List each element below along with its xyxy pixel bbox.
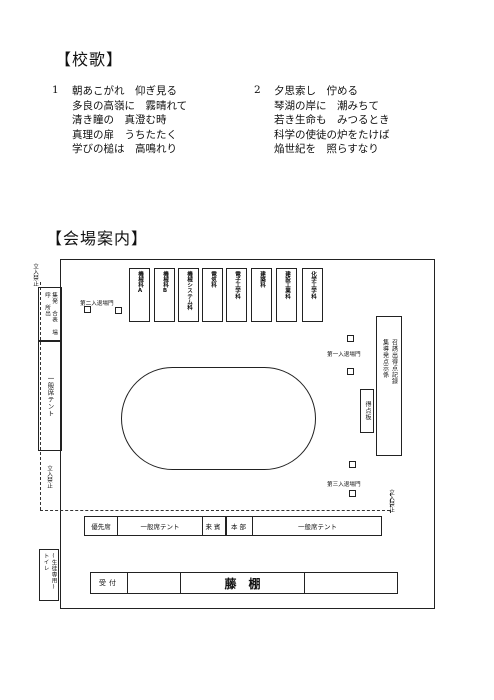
gate-2-label: 第二入退場門 xyxy=(80,301,114,307)
score-board-label: 得点板 xyxy=(364,401,371,421)
dept-box: 機械科B xyxy=(154,268,175,322)
verse-line: 多良の高嶺に 霧晴れて xyxy=(72,99,188,112)
gate-marker xyxy=(349,490,356,497)
boundary-dashed-line xyxy=(40,282,41,510)
gate-marker xyxy=(347,335,354,342)
dept-label: 機械科B xyxy=(162,271,168,294)
verse-line: 朝あこがれ 仰ぎ見る xyxy=(72,85,177,97)
general-tent-right: 一般席テント xyxy=(253,516,382,536)
gate-marker xyxy=(115,307,122,314)
boundary-dashed-line xyxy=(390,493,391,513)
dept-box: 建築科 xyxy=(251,268,272,322)
meeting-point-label: 集発 合表 場呼 所出 xyxy=(44,292,57,336)
verse-line: 琴湖の岸に 潮みちて xyxy=(274,99,379,112)
dept-label: 機械科A xyxy=(137,271,143,294)
verse-line: 清き瞳の 真澄む時 xyxy=(72,114,167,127)
general-tent-left-label: 一般席テント xyxy=(46,375,54,417)
verse-1-number: 1 xyxy=(52,84,59,96)
toilet-label: トイレ xyxy=(42,553,49,572)
headquarters-label: 本部 xyxy=(231,523,248,531)
toilet: トイレ (生徒専用) xyxy=(39,549,59,601)
gate-1-label: 第一入退場門 xyxy=(327,352,361,358)
dept-box: 機械科A xyxy=(129,268,150,322)
headquarters: 本部 xyxy=(226,516,253,536)
dept-box: 電子工学科 xyxy=(226,268,247,322)
dept-label: 電気科 xyxy=(210,271,216,288)
boundary-dashed-line xyxy=(40,510,390,511)
meeting-point-box: 集発 合表 場呼 所出 xyxy=(38,287,62,341)
guest-tent-label: 来賓 xyxy=(205,523,223,531)
general-tent-mid: 一般席テント xyxy=(118,516,202,536)
dept-label: 建設工業科 xyxy=(284,271,290,299)
venue-heading: 【会場案内】 xyxy=(46,229,149,248)
dept-box: 機械システム科 xyxy=(178,268,199,322)
running-track xyxy=(121,367,316,470)
verse-line: 若き生命も みつるとき xyxy=(274,114,390,127)
general-tent-left: 一般席テント xyxy=(38,341,62,451)
verse-line: 真理の扉 うちたたく xyxy=(72,128,177,141)
wisteria-trellis-label: 藤 棚 xyxy=(224,576,261,591)
assembly-label: 集導発点示係 xyxy=(381,339,389,378)
score-board: 得点板 xyxy=(360,389,374,433)
dept-box: 電気科 xyxy=(202,268,223,322)
assembly-box: 集導発点示係 召誘出得点記録 xyxy=(376,316,402,456)
guest-tent: 来賓 xyxy=(202,516,226,536)
dept-label: 機械システム科 xyxy=(186,271,192,311)
dept-label: 建築科 xyxy=(259,271,265,288)
dept-box: 建設工業科 xyxy=(276,268,297,322)
no-entry-label: 立入禁止 xyxy=(388,489,394,514)
general-tent-right-label: 一般席テント xyxy=(298,523,337,531)
priority-seat-label: 優先席 xyxy=(91,523,111,531)
verse-2: 夕思索し 佇める 琴湖の岸に 潮みちて 若き生命も みつるとき 科学の使徒の炉を… xyxy=(274,84,390,157)
gate-3-label: 第三入退場門 xyxy=(327,482,361,488)
no-entry-label: 立入禁止 xyxy=(32,263,38,288)
verse-line: 夕思索し 佇める xyxy=(274,85,358,97)
reception-label: 受付 xyxy=(99,579,119,587)
gate-marker xyxy=(349,461,356,468)
venue-boundary xyxy=(60,259,435,609)
reception: 受付 xyxy=(90,572,128,594)
dept-label: 化学工学科 xyxy=(310,271,316,299)
gate-marker xyxy=(84,306,91,313)
song-heading: 【校歌】 xyxy=(55,50,124,69)
no-entry-label: 立入禁止 xyxy=(46,465,52,490)
general-tent-mid-label: 一般席テント xyxy=(140,523,180,531)
verse-2-number: 2 xyxy=(254,84,261,96)
dept-label: 電子工学科 xyxy=(234,271,240,299)
verse-line: 焔世紀を 照らすなり xyxy=(274,143,379,156)
verse-1: 朝あこがれ 仰ぎ見る 多良の高嶺に 霧晴れて 清き瞳の 真澄む時 真理の扉 うち… xyxy=(72,84,187,157)
assembly-label: 召誘出得点記録 xyxy=(390,339,398,385)
toilet-note: (生徒専用) xyxy=(50,553,57,591)
verse-line: 科学の使徒の炉をたけば xyxy=(274,128,390,141)
verse-line: 学びの槌は 高鳴れり xyxy=(72,143,177,156)
wisteria-trellis: 藤 棚 xyxy=(180,572,305,594)
priority-seat: 優先席 xyxy=(84,516,118,536)
gate-marker xyxy=(347,368,354,375)
dept-box: 化学工学科 xyxy=(302,268,323,322)
